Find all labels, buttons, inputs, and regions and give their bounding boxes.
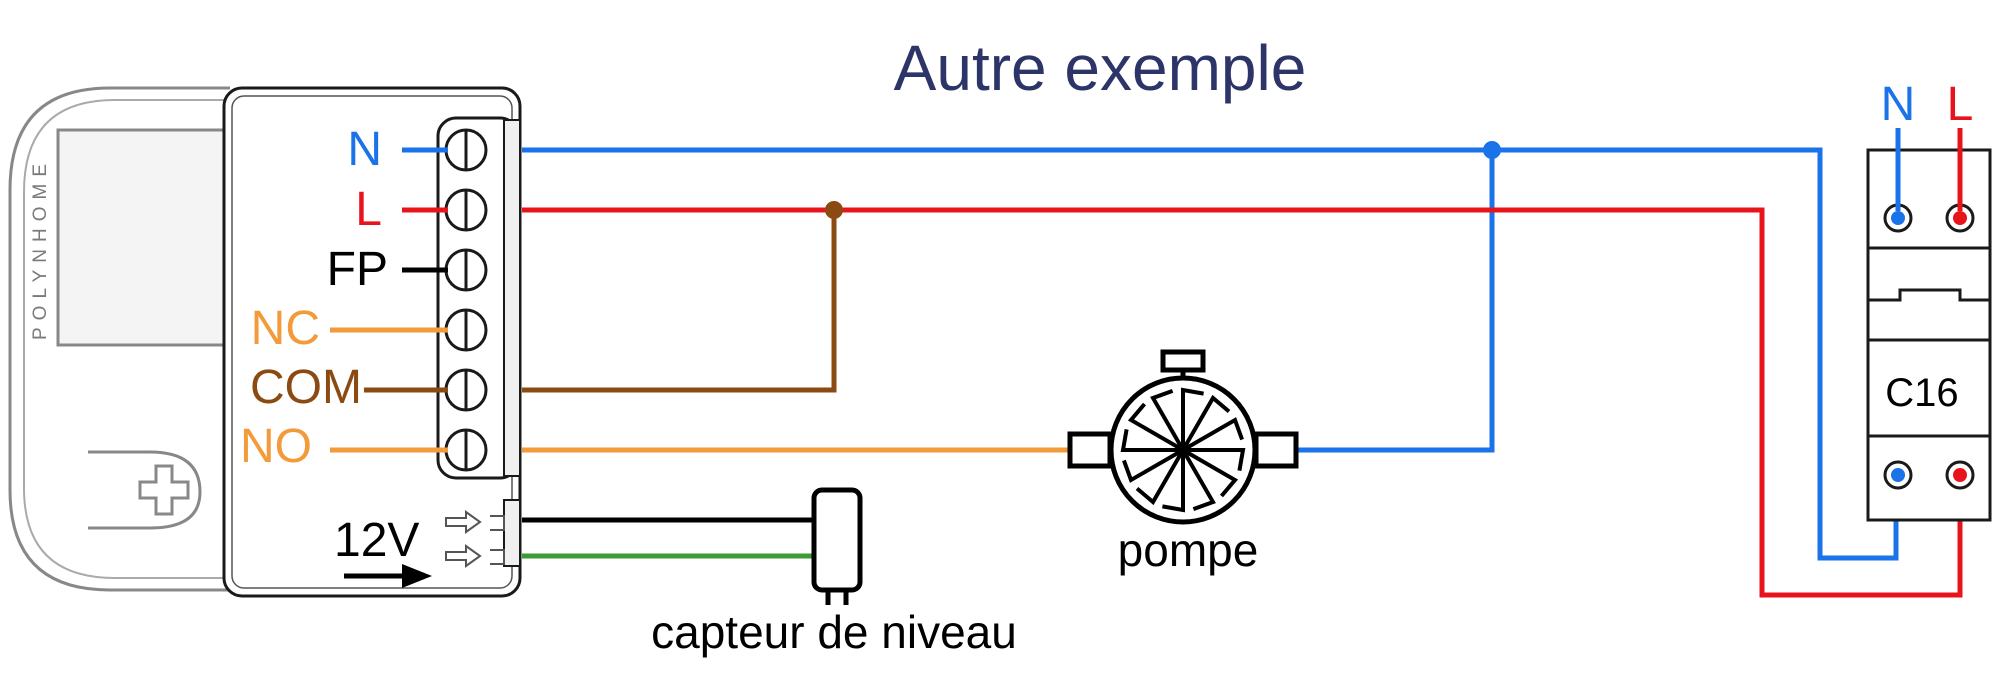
impeller-blade	[1127, 402, 1184, 452]
breaker-toggle	[1868, 288, 1990, 302]
impeller-blade	[1182, 448, 1239, 498]
pump-impeller-icon	[1120, 387, 1246, 513]
terminal-stubs	[330, 147, 448, 453]
impeller-blade	[1135, 449, 1185, 506]
breaker-terminal-n-top	[1891, 211, 1905, 225]
junction-com	[825, 201, 843, 219]
arrow-right-icon	[344, 564, 432, 588]
terminal-label-nc: NC	[251, 302, 320, 355]
module-brand: POLYNHOME	[30, 157, 51, 340]
wires	[522, 147, 1963, 598]
terminal-label-n: N	[347, 123, 382, 176]
wire-live	[522, 207, 1963, 598]
terminal-screws	[444, 128, 488, 472]
terminal-label-no: NO	[240, 420, 312, 473]
module-button-slot	[88, 450, 202, 530]
wire-com	[522, 210, 837, 393]
impeller-blade	[1150, 389, 1185, 451]
impeller-blade	[1181, 394, 1231, 451]
pump-top-cap	[1160, 349, 1206, 373]
polynhome-module: POLYNHOME N L FP NC COM NO	[8, 86, 522, 598]
terminal-label-fp: FP	[327, 243, 388, 296]
sensor-label: capteur de niveau	[651, 606, 1017, 658]
sensor-body	[811, 487, 863, 593]
breaker-terminal-n-bottom	[1891, 468, 1905, 482]
wire-neutral	[522, 147, 1899, 561]
impeller-blade	[1120, 429, 1183, 452]
terminal-label-l: L	[355, 183, 382, 236]
impeller-blade	[1181, 449, 1216, 511]
level-sensor	[811, 487, 863, 605]
power-label: 12V	[334, 514, 419, 567]
pump-inlet	[1067, 431, 1113, 469]
connector-edge	[503, 499, 521, 567]
impeller-blade	[1122, 448, 1184, 483]
pump	[1067, 349, 1299, 525]
pump-label: pompe	[1118, 524, 1259, 576]
terminal-label-com: COM	[250, 361, 362, 414]
breaker-terminal-l-bottom	[1953, 468, 1967, 482]
impeller-blade	[1183, 448, 1246, 471]
impeller-blade	[1181, 387, 1204, 450]
impeller-blade	[1182, 417, 1244, 452]
module-window	[56, 128, 230, 347]
breaker-body	[1866, 148, 1992, 522]
wire-neutral-pump	[1290, 150, 1495, 453]
diagram-title: Autre exemple	[894, 32, 1307, 104]
module-body-inner	[23, 99, 228, 579]
circuit-breaker: N L C16	[1866, 78, 1992, 522]
terminal-block-edge	[503, 119, 521, 477]
connector-icon	[445, 510, 505, 568]
breaker-n-label: N	[1881, 78, 1916, 131]
junction-neutral	[1483, 141, 1501, 159]
breaker-label: C16	[1885, 371, 1958, 415]
cross-icon	[138, 464, 190, 516]
impeller-blade	[1162, 450, 1185, 513]
pump-outlet	[1253, 431, 1299, 469]
breaker-l-label: L	[1947, 78, 1974, 131]
breaker-terminal-l-top	[1953, 211, 1967, 225]
terminal-labels: N L FP NC COM NO	[240, 123, 388, 473]
